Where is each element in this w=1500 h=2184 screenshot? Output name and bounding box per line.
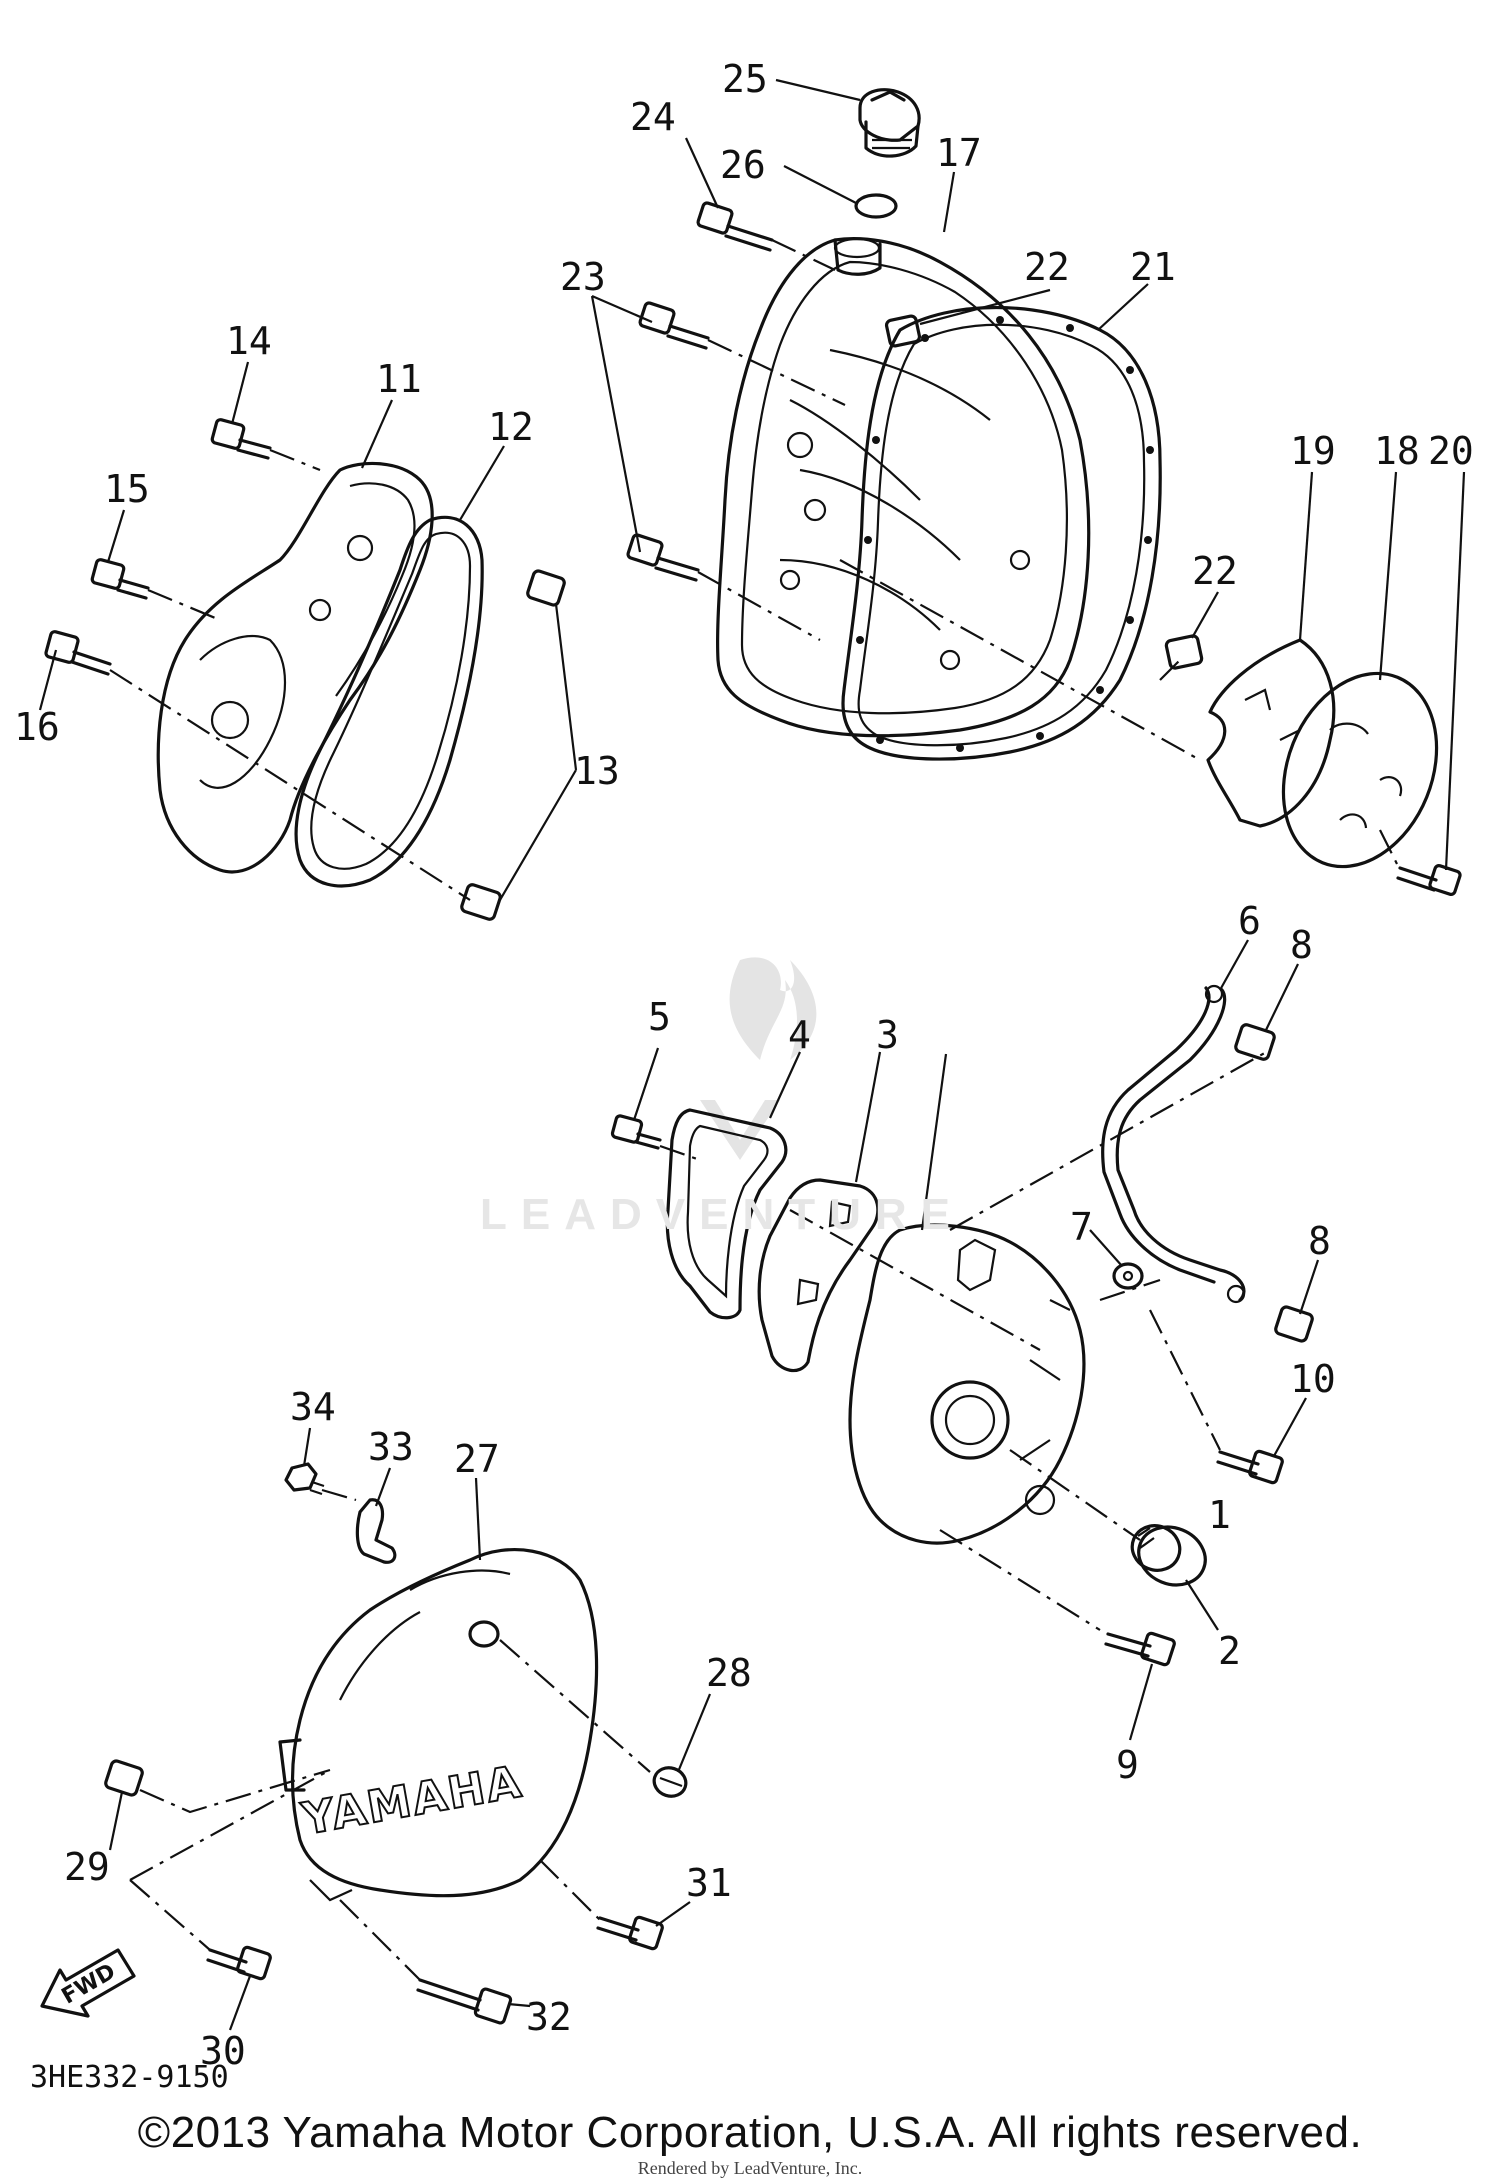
dowel-13-lower (460, 883, 502, 921)
dowel-pin-lower (1164, 634, 1204, 670)
gasket-4 (665, 1108, 788, 1320)
screw-5 (610, 1114, 662, 1150)
callout-31: 31 (686, 1861, 732, 1905)
screw-23-upper (638, 301, 710, 350)
dowel-13-upper (526, 569, 566, 607)
bolt-10 (1216, 1449, 1284, 1485)
callout-1: 1 (1208, 1493, 1231, 1537)
callout-9: 9 (1116, 1743, 1139, 1787)
callout-labels: 1 2 3 4 5 6 7 8 8 9 10 11 12 13 14 15 16… (14, 57, 1474, 2073)
callout-28: 28 (706, 1651, 752, 1695)
plate-19 (1206, 638, 1336, 828)
callout-14: 14 (226, 319, 272, 363)
callout-17: 17 (936, 131, 982, 175)
dowel-8-lower (1274, 1305, 1314, 1343)
bolt-20 (1396, 864, 1462, 896)
bolt-32 (416, 1978, 513, 2025)
callout-7: 7 (1070, 1205, 1093, 1249)
crankcase-cover-gasket (841, 305, 1162, 761)
callout-20: 20 (1428, 429, 1474, 473)
callout-34: 34 (290, 1385, 336, 1429)
callout-23: 23 (560, 255, 606, 299)
bolt-31 (596, 1915, 664, 1951)
bolt-9 (1104, 1631, 1176, 1667)
callout-21: 21 (1130, 245, 1176, 289)
copyright-notice: ©2013 Yamaha Motor Corporation, U.S.A. A… (137, 2108, 1363, 2157)
cover-11 (156, 461, 434, 874)
callout-3: 3 (876, 1013, 899, 1057)
dowel-8-upper (1234, 1023, 1276, 1061)
watermark-text: LEADVENTURE (480, 1190, 965, 1239)
callout-8-upper: 8 (1290, 923, 1313, 967)
callout-6: 6 (1238, 899, 1261, 943)
callout-10: 10 (1290, 1357, 1336, 1401)
callout-24: 24 (630, 95, 676, 139)
plate-18 (1281, 671, 1439, 869)
callout-19: 19 (1290, 429, 1336, 473)
callout-29: 29 (64, 1845, 110, 1889)
callout-11: 11 (376, 357, 422, 401)
gasket-12 (294, 515, 484, 888)
plug-2 (1130, 1524, 1207, 1587)
screw-23-lower (626, 533, 700, 582)
callout-13: 13 (574, 749, 620, 793)
callout-22-lower: 22 (1192, 549, 1238, 593)
yamaha-logo-text: YAMAHA (298, 1756, 527, 1845)
rendered-by-notice: Rendered by LeadVenture, Inc. (637, 2158, 863, 2178)
nut-34 (284, 1462, 325, 1496)
leader-lines (38, 78, 1466, 2031)
generator-cover-27: YAMAHA (278, 1548, 599, 1902)
screw-24 (696, 201, 774, 252)
callout-5: 5 (648, 995, 671, 1039)
washer-7 (1112, 1262, 1144, 1290)
callout-25: 25 (722, 57, 768, 101)
screw-28 (652, 1766, 688, 1798)
callout-8-lower: 8 (1308, 1219, 1331, 1263)
dowel-pin-upper (884, 314, 922, 348)
plate-3 (757, 1178, 880, 1373)
callout-27: 27 (454, 1437, 500, 1481)
pipe-6 (1101, 984, 1246, 1304)
crankcase-cover-right (716, 237, 1091, 738)
callout-12: 12 (488, 405, 534, 449)
watermark-logo (700, 957, 817, 1160)
dowel-29 (104, 1759, 144, 1797)
o-ring (854, 193, 898, 219)
callout-16: 16 (14, 705, 60, 749)
callout-18: 18 (1374, 429, 1420, 473)
screw-14 (210, 418, 272, 460)
callout-30: 30 (200, 2029, 246, 2073)
callout-4: 4 (788, 1013, 811, 1057)
fwd-arrow-icon: FWD (40, 1948, 136, 2018)
housing-1 (848, 1223, 1086, 1545)
screw-16 (44, 630, 112, 676)
callout-22-upper: 22 (1024, 245, 1070, 289)
bolt-30 (206, 1945, 272, 1981)
screw-15 (90, 558, 150, 600)
callout-15: 15 (104, 467, 150, 511)
oil-filler-cap (858, 88, 921, 158)
diagram-code: 3HE332-9150 (30, 2060, 229, 2095)
alignment-lines (109, 239, 1401, 1981)
callout-2: 2 (1218, 1629, 1241, 1673)
bracket-33 (355, 1498, 397, 1564)
callout-26: 26 (720, 143, 766, 187)
callout-33: 33 (368, 1425, 414, 1469)
callout-32: 32 (526, 1995, 572, 2039)
